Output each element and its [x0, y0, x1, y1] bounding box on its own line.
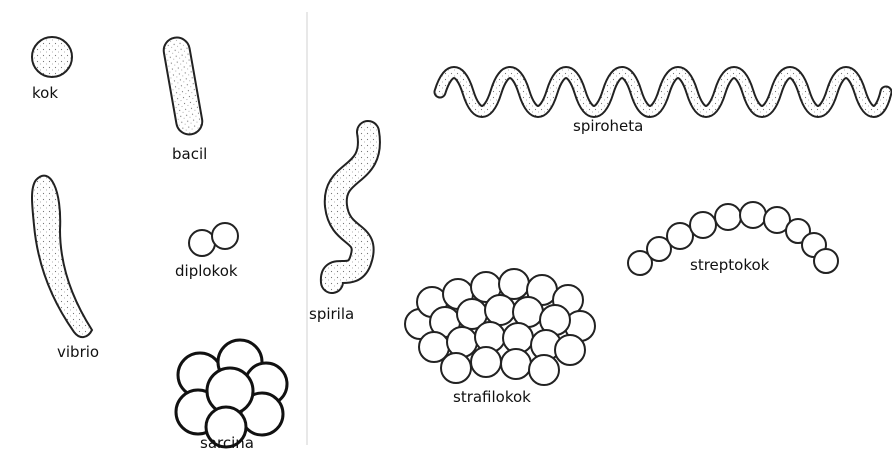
sarcina-shape [176, 340, 287, 447]
sarcina-label: sarcina [200, 434, 254, 449]
spiroheta-label: spiroheta [573, 117, 643, 135]
strafilokok-shape [405, 269, 595, 385]
bacil-label: bacil [172, 145, 207, 163]
kok-label: kok [32, 84, 58, 102]
strafilokok-label: strafilokok [453, 388, 531, 406]
diplokok-shape [189, 223, 238, 256]
vibrio-shape [32, 176, 92, 337]
spirila-label: spirila [309, 305, 354, 323]
vibrio-label: vibrio [57, 343, 99, 361]
diplokok-label: diplokok [175, 262, 238, 280]
kok-shape [32, 37, 72, 77]
spiroheta-shape [440, 73, 886, 112]
bacil-shape [162, 35, 205, 136]
streptokok-label: streptokok [690, 256, 770, 274]
spirila-shape [332, 132, 369, 282]
